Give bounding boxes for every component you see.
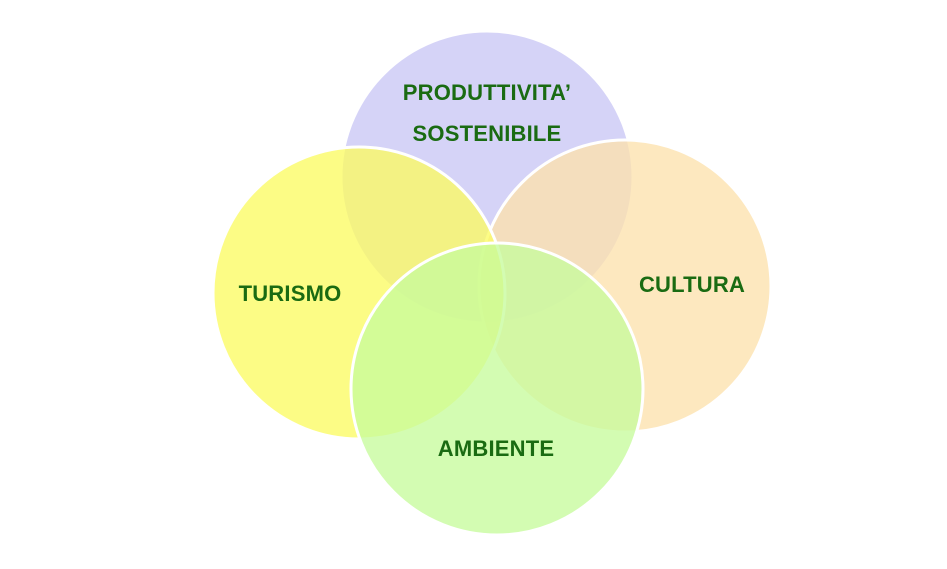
label-produttivita-line-2: SOSTENIBILE [413, 121, 562, 146]
circle-ambiente [349, 241, 645, 537]
circle-layer [211, 29, 773, 537]
label-turismo: TURISMO [239, 281, 342, 306]
label-produttivita-line-1: PRODUTTIVITA’ [403, 80, 571, 105]
label-cultura: CULTURA [639, 272, 745, 297]
label-ambiente: AMBIENTE [438, 436, 555, 461]
label-layer: PRODUTTIVITA’ SOSTENIBILE CULTURA TURISM… [239, 80, 745, 461]
